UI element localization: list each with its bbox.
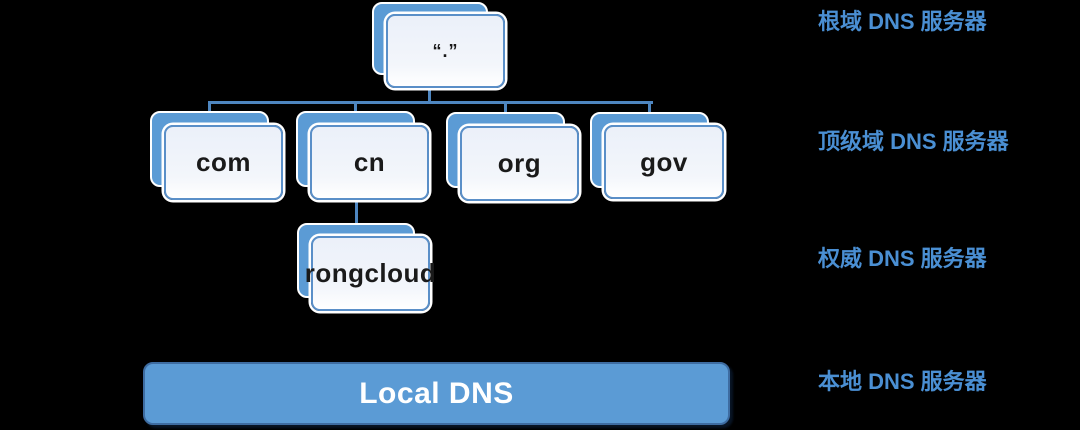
side-label-authoritative-tier: 权威 DNS 服务器 — [818, 246, 987, 271]
node-rongcloud-label: rongcloud — [304, 258, 437, 288]
side-label-tld-tier: 顶级域 DNS 服务器 — [818, 129, 1009, 154]
node-cn-card: cn — [310, 125, 429, 200]
local-dns-bar: Local DNS — [143, 362, 730, 425]
connector-root-vertical — [428, 87, 431, 103]
node-rongcloud-card: rongcloud — [305, 236, 436, 311]
node-gov-card: gov — [604, 125, 724, 199]
node-com-card: com — [164, 125, 283, 200]
node-org-label: org — [497, 148, 542, 178]
connector-stub-org — [504, 101, 507, 113]
node-com-label: com — [196, 147, 251, 177]
side-label-root-tier: 根域 DNS 服务器 — [818, 9, 987, 34]
connector-stub-gov — [648, 101, 651, 113]
side-label-local-tier: 本地 DNS 服务器 — [818, 369, 987, 394]
node-org-card: org — [460, 126, 579, 201]
connector-horizontal — [208, 101, 653, 104]
local-dns-label: Local DNS — [359, 376, 514, 410]
node-gov-label: gov — [640, 146, 688, 177]
node-root-label: “.” — [432, 40, 459, 61]
connector-stub-cn — [354, 101, 357, 113]
connector-cn-rongcloud — [355, 199, 358, 225]
node-cn-label: cn — [353, 147, 386, 177]
node-root-card: “.” — [386, 14, 505, 88]
connector-stub-com — [208, 101, 211, 113]
